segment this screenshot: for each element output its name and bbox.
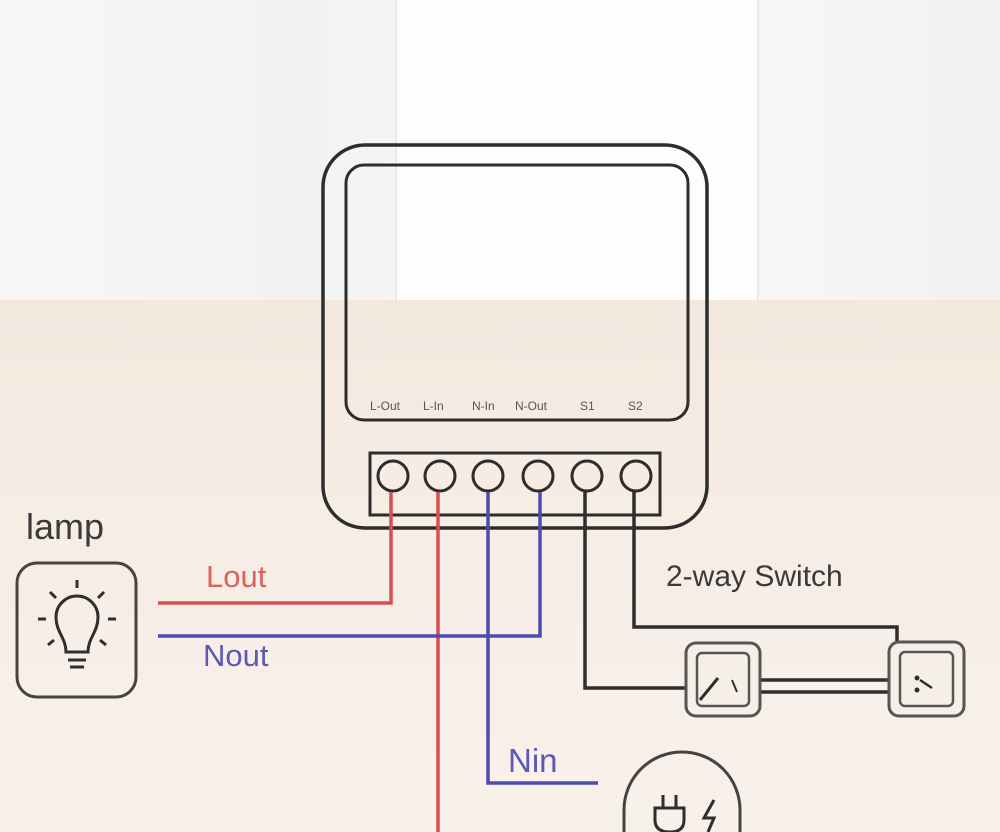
wire-nin — [486, 492, 598, 785]
terminal-screw-s1 — [570, 459, 604, 493]
background-floor — [0, 300, 1000, 832]
lout-label: Lout — [206, 559, 267, 594]
wire-s2 — [632, 492, 899, 648]
wire-nout — [158, 492, 542, 638]
switch-label: 2-way Switch — [666, 560, 843, 593]
nin-label: Nin — [508, 742, 558, 779]
wire-s1 — [583, 492, 712, 690]
plug-icon — [622, 750, 742, 832]
relay-module-outline — [321, 143, 709, 530]
relay-module-screen — [344, 163, 690, 422]
terminal-label-s1: S1 — [580, 399, 595, 413]
terminal-screws — [376, 459, 653, 493]
background-wall-panel — [395, 0, 759, 312]
terminal-screw-l-in — [423, 459, 457, 493]
lightbulb-icon — [15, 561, 138, 699]
terminal-block — [368, 451, 662, 517]
terminal-screw-s2 — [619, 459, 653, 493]
terminal-label-n-in: N-In — [472, 399, 495, 413]
terminal-label-l-in: L-In — [423, 399, 444, 413]
terminal-label-n-out: N-Out — [515, 399, 548, 413]
lamp-label: lamp — [26, 506, 105, 547]
wall-switch-icon — [887, 640, 966, 718]
terminal-screw-n-in — [471, 459, 505, 493]
terminal-label-s2: S2 — [628, 399, 643, 413]
wall-switch-icon — [684, 641, 762, 718]
terminal-label-l-out: L-Out — [370, 399, 401, 413]
terminal-screw-n-out — [521, 459, 555, 493]
nout-label: Nout — [203, 638, 269, 673]
terminal-screw-l-out — [376, 459, 410, 493]
wire-lout — [158, 492, 393, 605]
